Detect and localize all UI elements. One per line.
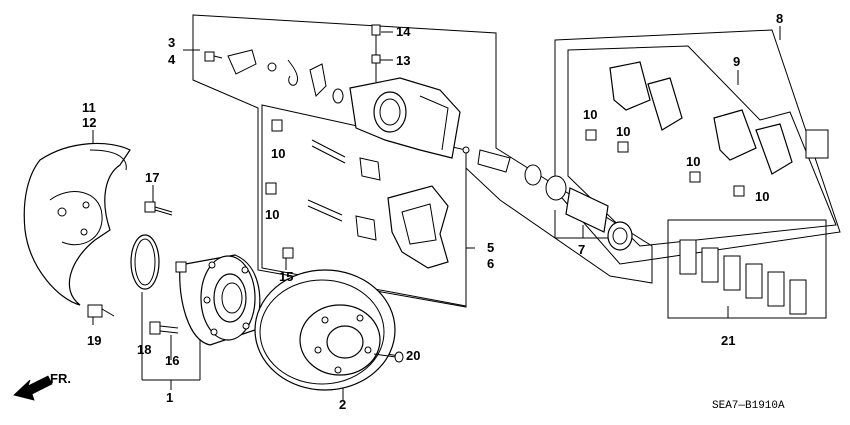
shim-set (679, 239, 807, 315)
guide-pins (265, 119, 381, 241)
label-6: 6 (487, 256, 494, 271)
label-14: 14 (396, 24, 411, 39)
pad-inner-frame (567, 45, 837, 247)
splash-shield (23, 142, 131, 306)
callout-labels: 3 4 14 13 8 9 10 10 10 10 10 10 11 12 17… (82, 11, 783, 412)
label-10f: 10 (265, 207, 279, 222)
label-19: 19 (87, 333, 101, 348)
label-2: 2 (339, 397, 346, 412)
label-21: 21 (721, 333, 735, 348)
drawing-code: SEA7—B1910A (712, 400, 785, 412)
o-ring (130, 234, 160, 290)
pad-bolts (585, 129, 745, 197)
label-8: 8 (776, 11, 783, 26)
bolt-16 (149, 321, 179, 335)
front-indicator-label: FR. (50, 371, 71, 386)
label-11: 11 (82, 100, 96, 115)
label-4: 4 (168, 52, 176, 67)
bleeder-screw (371, 24, 381, 82)
label-15: 15 (279, 269, 293, 284)
caliper-assembly-frame (192, 14, 653, 308)
disc-screw (373, 351, 404, 363)
bolt-15 (282, 247, 294, 259)
label-10a: 10 (583, 107, 597, 122)
label-12: 12 (82, 115, 96, 130)
caliper-bracket (387, 185, 449, 269)
front-indicator: FR. (13, 371, 71, 401)
label-9: 9 (733, 54, 740, 69)
label-7: 7 (578, 242, 585, 257)
caliper-small-parts (204, 49, 344, 104)
caliper-body (349, 77, 461, 159)
label-16: 16 (165, 353, 179, 368)
brake-disc (254, 269, 396, 391)
label-13: 13 (396, 53, 410, 68)
label-3: 3 (168, 35, 175, 50)
label-1: 1 (166, 390, 173, 405)
label-10e: 10 (271, 146, 285, 161)
piston-parts (462, 146, 633, 251)
shim-set-frame (667, 219, 827, 319)
bolt-19 (87, 304, 115, 318)
label-10b: 10 (616, 124, 630, 139)
brake-pads (609, 61, 829, 175)
hub-bearing (175, 254, 261, 346)
front-arrow-icon (13, 375, 53, 401)
label-17: 17 (145, 170, 159, 185)
label-10d: 10 (755, 189, 769, 204)
label-18: 18 (137, 342, 151, 357)
label-10c: 10 (686, 154, 700, 169)
label-20: 20 (406, 348, 420, 363)
label-5: 5 (487, 240, 494, 255)
pad-set-frame (554, 29, 841, 265)
bolt-17 (144, 201, 173, 216)
